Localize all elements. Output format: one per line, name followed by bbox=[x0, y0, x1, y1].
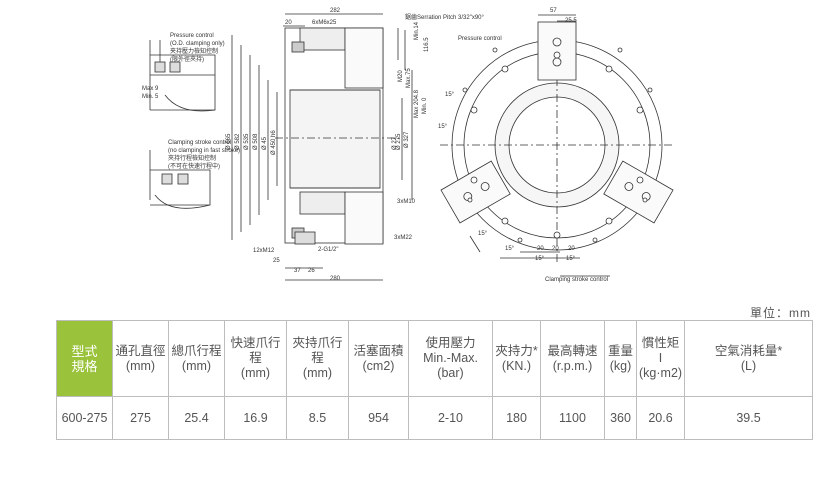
dim-15b: 15° bbox=[438, 124, 448, 130]
dim-d508: Ø 508 bbox=[253, 133, 259, 150]
dim-12xm12: 12xM12 bbox=[253, 248, 275, 254]
dim-min14: Min.14 bbox=[414, 21, 420, 40]
dim-max75: Max.75 bbox=[406, 68, 412, 88]
header-clamp-force: 夾持力*(KN.) bbox=[492, 320, 541, 397]
dim-20a: 20 bbox=[537, 246, 544, 252]
unit-label: 單位：mm bbox=[750, 306, 811, 320]
dim-6xm6: 6xM6x25 bbox=[312, 20, 337, 26]
label-max9: Max 9 bbox=[142, 86, 159, 92]
spec-table: 型式規格 通孔直徑(mm) 總爪行程(mm) 快速爪行程(mm) 夾持爪行程(m… bbox=[56, 320, 813, 440]
label-pressure-control: Pressure control bbox=[458, 36, 502, 42]
dim-g12: 2-G1/2" bbox=[318, 247, 338, 253]
dim-25: 25 bbox=[273, 258, 280, 264]
header-through-hole: 通孔直徑(mm) bbox=[112, 320, 169, 397]
dim-15f: 15° bbox=[566, 256, 576, 262]
label-stroke-cn1: 夾持行程檢知控制 bbox=[168, 154, 216, 162]
dim-280: 280 bbox=[330, 276, 341, 282]
cell-clamp-stroke: 8.5 bbox=[286, 396, 349, 440]
dim-m20: M20 bbox=[398, 70, 404, 82]
cell-weight: 360 bbox=[604, 396, 637, 440]
table-row: 600-275 275 25.4 16.9 8.5 954 2-10 180 1… bbox=[56, 396, 813, 440]
dim-d327: Ø 327 bbox=[404, 131, 410, 148]
header-fast-stroke: 快速爪行程(mm) bbox=[224, 320, 287, 397]
label-pressure-cn2: (限外徑夾持) bbox=[170, 55, 204, 63]
label-pressure-cn1: 夹持壓力檢知控制 bbox=[170, 47, 218, 55]
dim-d275: Ø 275 bbox=[396, 133, 402, 150]
dim-15c: 15° bbox=[478, 231, 488, 237]
dim-20: 20 bbox=[285, 20, 292, 26]
header-weight: 重量(kg) bbox=[604, 320, 637, 397]
dim-37: 37 bbox=[294, 268, 301, 274]
front-view bbox=[440, 14, 675, 277]
dim-255: 25.5 bbox=[565, 18, 577, 24]
header-inertia: 慣性矩 I(kg·m2) bbox=[636, 320, 685, 397]
dim-15d: 15° bbox=[505, 246, 515, 252]
cell-piston-area: 954 bbox=[348, 396, 409, 440]
cell-total-stroke: 25.4 bbox=[168, 396, 225, 440]
header-air-consumption: 空氣消耗量*(L) bbox=[684, 320, 813, 397]
cell-model: 600-275 bbox=[56, 396, 113, 440]
label-min5: Min. 5 bbox=[142, 94, 159, 100]
dim-20c: 20 bbox=[568, 246, 575, 252]
dim-d665: Ø 665 bbox=[226, 133, 232, 150]
label-stroke-en1: Clamping stroke control bbox=[168, 140, 231, 146]
header-model: 型式規格 bbox=[56, 320, 113, 397]
dim-d535: Ø 535 bbox=[244, 133, 250, 150]
dim-26: 26 bbox=[308, 268, 315, 274]
detail-view-stroke bbox=[149, 150, 211, 209]
cell-max-speed: 1100 bbox=[540, 396, 605, 440]
label-stroke-en2: (no clamping in fast stroke) bbox=[168, 148, 240, 154]
dim-min0: Min. 0 bbox=[422, 97, 428, 114]
dim-15a: 15° bbox=[445, 92, 455, 98]
label-pressure-en1: Pressure control bbox=[170, 33, 214, 39]
dim-1165: 116.5 bbox=[424, 37, 430, 52]
label-serration: 鋸齒Serration Pitch 3/32"x90° bbox=[405, 13, 485, 21]
header-piston-area: 活塞面積(cm2) bbox=[348, 320, 409, 397]
table-header-row: 型式規格 通孔直徑(mm) 總爪行程(mm) 快速爪行程(mm) 夾持爪行程(m… bbox=[56, 320, 813, 397]
dim-d450: Ø 450 h6 bbox=[271, 130, 277, 155]
header-total-stroke: 總爪行程(mm) bbox=[168, 320, 225, 397]
dim-d582: Ø 582 bbox=[235, 133, 241, 150]
dim-d27: Ø 27 bbox=[392, 136, 398, 150]
technical-drawing: Pressure control (O.D. clamping only) 夹持… bbox=[142, 8, 675, 283]
dim-57: 57 bbox=[550, 8, 557, 14]
cell-clamp-force: 180 bbox=[492, 396, 541, 440]
label-pressure-en2: (O.D. clamping only) bbox=[170, 41, 225, 47]
cell-air-consumption: 39.5 bbox=[684, 396, 813, 440]
dim-282: 282 bbox=[330, 8, 341, 14]
label-stroke-cn2: (不可在快速行程中) bbox=[168, 162, 220, 170]
dim-max2048: Max 204.8 bbox=[414, 89, 420, 118]
dim-3xm22: 3xM22 bbox=[394, 235, 413, 241]
dim-15e: 15° bbox=[535, 256, 545, 262]
header-clamp-stroke: 夾持爪行程(mm) bbox=[286, 320, 349, 397]
cell-pressure: 2-10 bbox=[408, 396, 493, 440]
section-view bbox=[231, 13, 413, 281]
cell-inertia: 20.6 bbox=[636, 396, 685, 440]
detail-view-pressure bbox=[149, 40, 216, 112]
cell-through-hole: 275 bbox=[112, 396, 169, 440]
cell-fast-stroke: 16.9 bbox=[224, 396, 287, 440]
header-max-speed: 最高轉速(r.p.m.) bbox=[540, 320, 605, 397]
dim-20b: 20 bbox=[552, 246, 559, 252]
dim-3xm10: 3xM10 bbox=[397, 199, 416, 205]
label-clamping-stroke: Clamping stroke control bbox=[545, 277, 608, 283]
dim-d45: Ø 45 bbox=[262, 136, 268, 150]
